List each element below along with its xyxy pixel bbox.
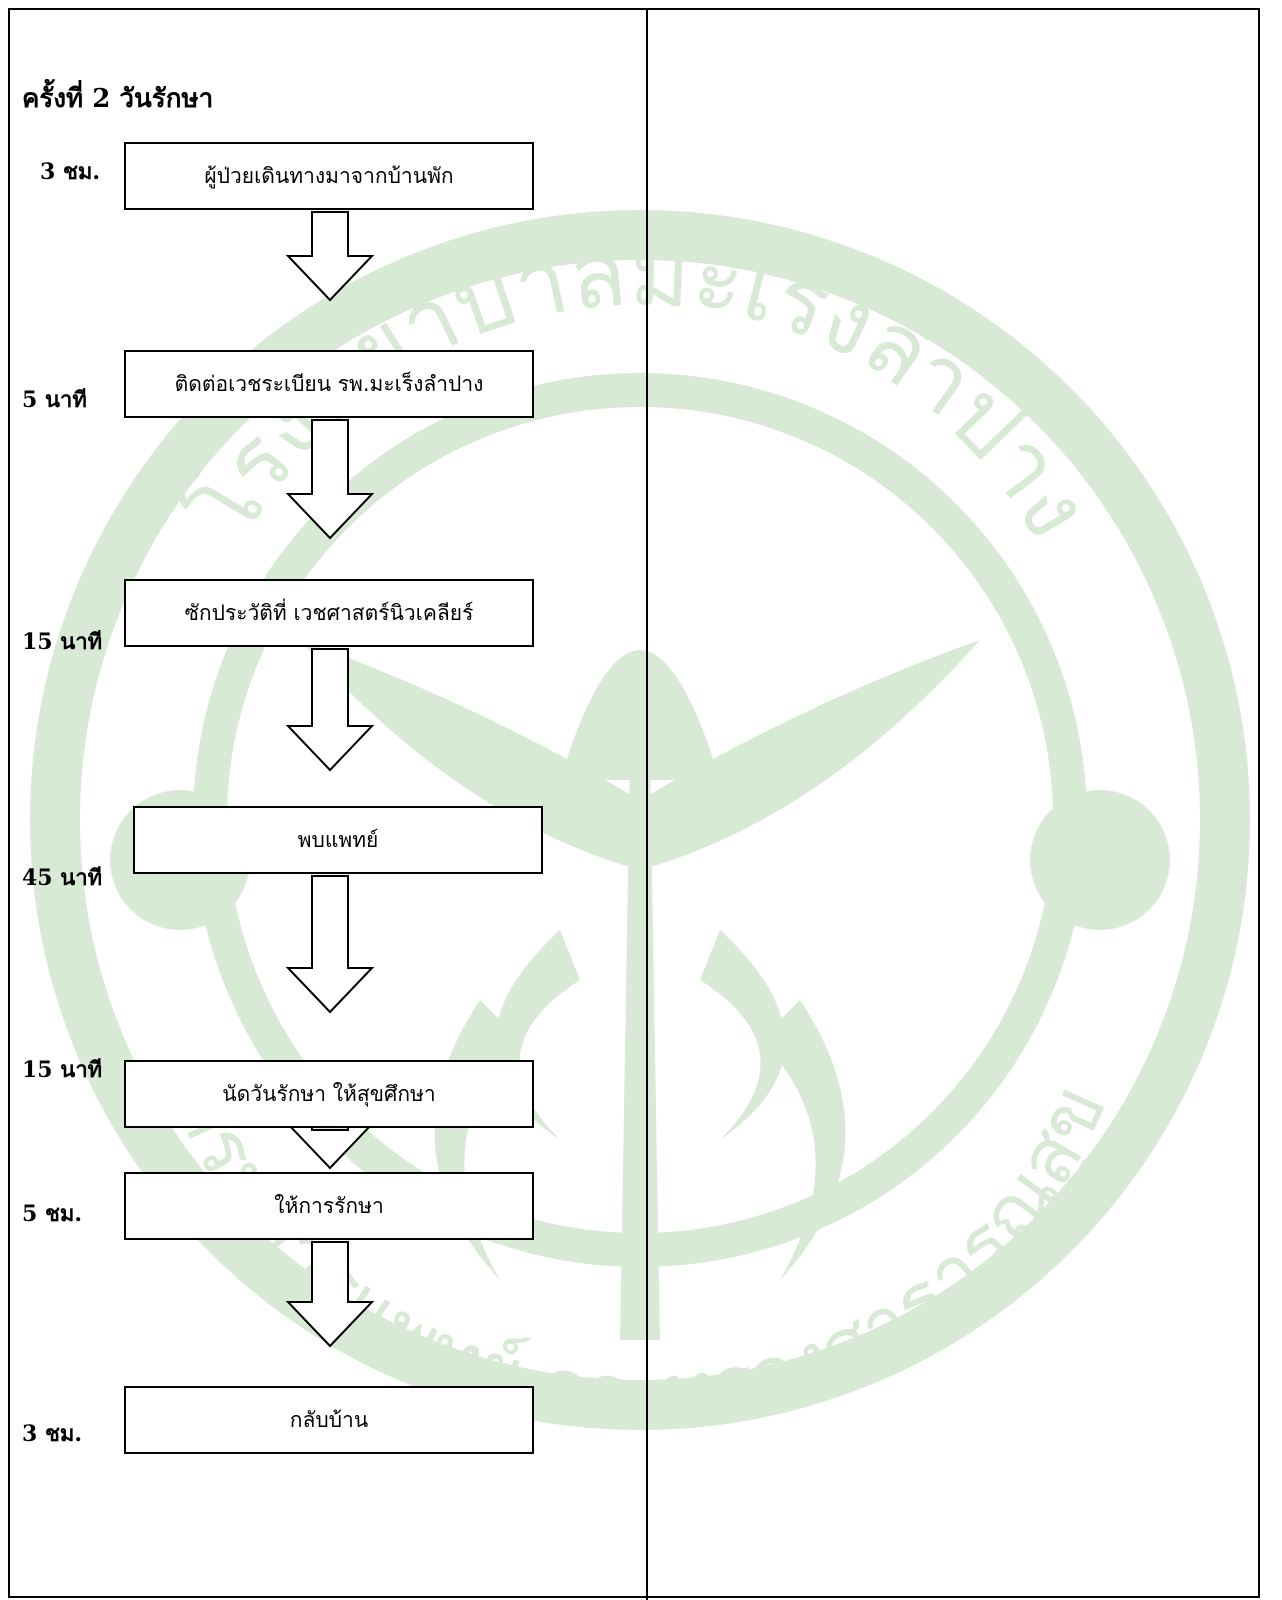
step-7-duration: 3 ชม. xyxy=(22,1421,83,1447)
step-6-label: ให้การรักษา xyxy=(274,1193,384,1218)
step-2-duration: 5 นาที xyxy=(22,387,87,413)
step-5-box: นัดวันรักษา ให้สุขศึกษา xyxy=(124,1060,534,1128)
step-6-duration: 5 ชม. xyxy=(22,1201,83,1227)
down-arrow-icon xyxy=(285,875,375,1014)
step-7-box: กลับบ้าน xyxy=(124,1386,534,1454)
down-arrow-icon xyxy=(285,211,375,302)
step-1-duration: 3 ชม. xyxy=(40,159,101,185)
step-4-label: พบแพทย์ xyxy=(297,827,379,852)
step-5-label: นัดวันรักษา ให้สุขศึกษา xyxy=(222,1081,436,1106)
step-6-box: ให้การรักษา xyxy=(124,1172,534,1240)
step-7-label: กลับบ้าน xyxy=(289,1407,369,1432)
step-3-duration: 15 นาที xyxy=(22,629,103,655)
step-1-box: ผู้ป่วยเดินทางมาจากบ้านพัก xyxy=(124,142,534,210)
page-title: ครั้งที่ 2 วันรักษา xyxy=(22,84,214,114)
step-4-duration: 45 นาที xyxy=(22,865,103,891)
down-arrow-icon xyxy=(285,419,375,540)
step-1-label: ผู้ป่วยเดินทางมาจากบ้านพัก xyxy=(204,163,454,188)
step-3-label: ซักประวัติที่ เวชศาสตร์นิวเคลียร์ xyxy=(184,600,474,625)
column-divider xyxy=(646,8,648,1600)
step-3-box: ซักประวัติที่ เวชศาสตร์นิวเคลียร์ xyxy=(124,579,534,647)
step-2-label: ติดต่อเวชระเบียน รพ.มะเร็งลำปาง xyxy=(174,371,484,396)
step-2-box: ติดต่อเวชระเบียน รพ.มะเร็งลำปาง xyxy=(124,350,534,418)
step-5-duration: 15 นาที xyxy=(22,1057,103,1083)
page-frame xyxy=(8,8,1260,1598)
step-4-box: พบแพทย์ xyxy=(133,806,543,874)
down-arrow-icon xyxy=(285,648,375,772)
down-arrow-icon xyxy=(285,1241,375,1348)
